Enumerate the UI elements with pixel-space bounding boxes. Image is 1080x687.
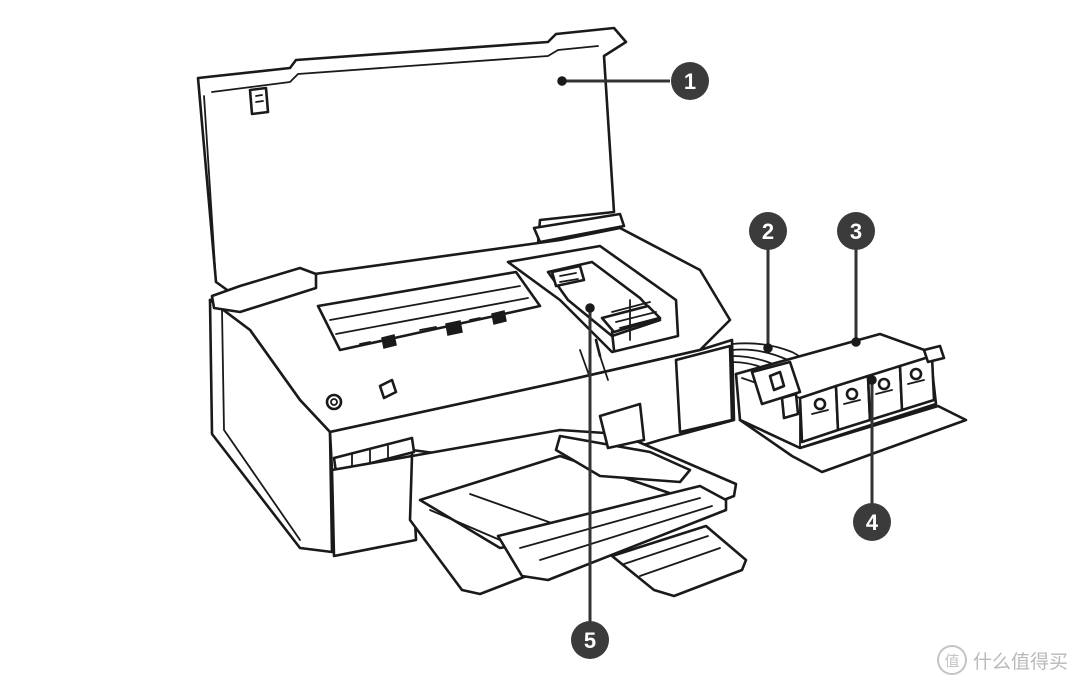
callout-label-1: 1 xyxy=(684,69,696,94)
ink-tank-unit xyxy=(734,332,968,474)
watermark: 值 什么值得买 xyxy=(936,645,1068,675)
print-head xyxy=(546,260,662,358)
callout-3: 3 xyxy=(837,212,875,250)
callout-2: 2 xyxy=(749,212,787,250)
power-button xyxy=(325,393,343,411)
callout-label-3: 3 xyxy=(850,219,862,244)
callout-1: 1 xyxy=(671,62,709,100)
paper-tray xyxy=(408,402,748,598)
ink-tank-cyan xyxy=(834,374,872,432)
leader-lines xyxy=(557,76,877,622)
watermark-text: 什么值得买 xyxy=(972,650,1068,673)
callout-label-2: 2 xyxy=(762,219,774,244)
indicator-light xyxy=(378,378,398,400)
callout-label-5: 5 xyxy=(584,628,596,653)
callout-label-4: 4 xyxy=(866,510,879,535)
callout-5: 5 xyxy=(571,621,609,659)
watermark-logo-icon: 值 xyxy=(936,645,967,675)
ink-tank-yellow xyxy=(898,354,936,412)
callout-4: 4 xyxy=(853,503,891,541)
